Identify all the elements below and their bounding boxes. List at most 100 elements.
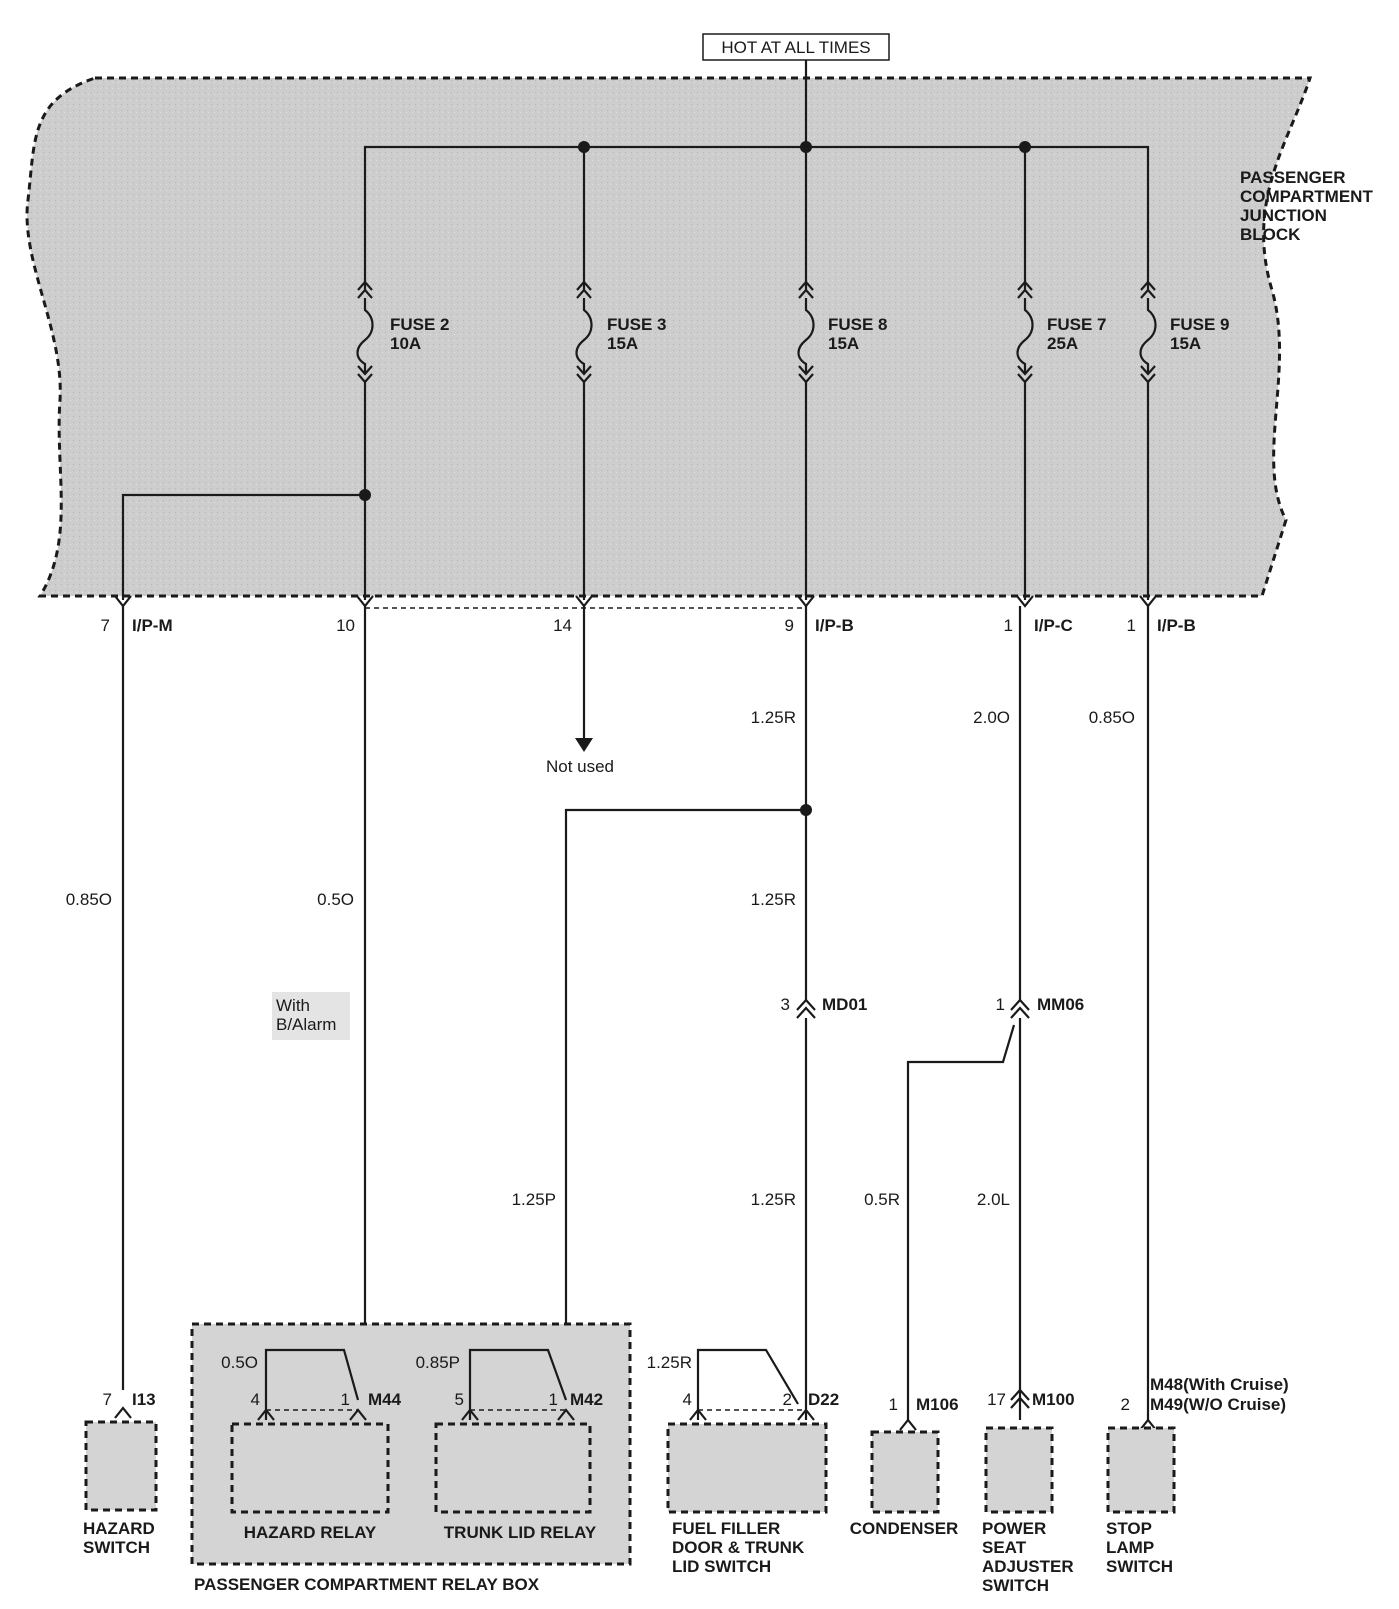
connector-label: MD01 xyxy=(822,995,867,1014)
pin-label: 1 xyxy=(549,1390,558,1409)
pin-label: 10 xyxy=(336,616,355,635)
fuel-filler-internal-wire xyxy=(696,1348,799,1420)
pin-chevron xyxy=(114,1406,132,1419)
pin-label: 17 xyxy=(987,1390,1006,1409)
fuse-8-symbol xyxy=(797,280,815,384)
wire-size-label: 0.5O xyxy=(317,890,354,909)
pin-label: 7 xyxy=(103,1390,112,1409)
pin-label: 4 xyxy=(683,1390,692,1409)
connector-label: I/P-B xyxy=(1157,616,1196,635)
fuse-7-symbol xyxy=(1016,280,1034,384)
wire-size-label: 1.25R xyxy=(751,890,796,909)
fuse-3-symbol xyxy=(575,280,593,384)
pin-chevron xyxy=(899,1418,917,1431)
pin-label: 1 xyxy=(1004,616,1013,635)
wire-size-label: 1.25R xyxy=(751,1190,796,1209)
relay-box-label: PASSENGER COMPARTMENT RELAY BOX xyxy=(194,1575,540,1594)
with-alarm-note-bg xyxy=(272,992,350,1040)
pin-chevron xyxy=(689,1408,707,1421)
not-used-label: Not used xyxy=(546,757,614,776)
hazard-relay-internal-wire xyxy=(264,1348,360,1420)
splice-dot xyxy=(800,141,812,153)
component-label: HAZARD RELAY xyxy=(244,1523,377,1542)
component-label: STOP LAMP SWITCH xyxy=(1106,1519,1173,1576)
pin-label: 1 xyxy=(889,1395,898,1414)
connector-label: MM06 xyxy=(1037,995,1084,1014)
connector-label: M100 xyxy=(1032,1390,1075,1409)
pin-label: 2 xyxy=(1121,1395,1130,1414)
wire-size-label: 1.25P xyxy=(512,1190,556,1209)
splice-dot xyxy=(578,141,590,153)
pin-label: 5 xyxy=(455,1390,464,1409)
pin-label: 1 xyxy=(341,1390,350,1409)
wire-trunk-relay xyxy=(564,808,806,1390)
pin-label: 14 xyxy=(553,616,572,635)
pin-chevron xyxy=(1139,1418,1157,1431)
component-label: POWER SEAT ADJUSTER SWITCH xyxy=(982,1519,1078,1595)
component-label: FUEL FILLER DOOR & TRUNK LID SWITCH xyxy=(672,1519,809,1576)
inline-connector-md01 xyxy=(796,998,816,1019)
component-label: HAZARD SWITCH xyxy=(83,1519,160,1557)
pin-label: 2 xyxy=(783,1390,792,1409)
power-bus xyxy=(363,145,1150,290)
wire-size-label: 0.85O xyxy=(66,890,112,909)
component-label: TRUNK LID RELAY xyxy=(444,1523,597,1542)
component-label: CONDENSER xyxy=(850,1519,959,1538)
pin-label: 9 xyxy=(785,616,794,635)
pin-label: 1 xyxy=(1127,616,1136,635)
junction-block-area xyxy=(25,76,1313,598)
pin-chevron xyxy=(797,1408,815,1421)
hot-at-all-times-label: HOT AT ALL TIMES xyxy=(721,38,870,57)
connector-label: I/P-M xyxy=(132,616,173,635)
splice-dot xyxy=(359,489,371,501)
wire-size-label: 0.5R xyxy=(864,1190,900,1209)
pin-chevron xyxy=(257,1408,275,1421)
pin-chevron xyxy=(349,1408,367,1421)
pin-label: 1 xyxy=(996,995,1005,1014)
pin-label: 3 xyxy=(781,995,790,1014)
connector-label: I13 xyxy=(132,1390,156,1409)
connector-label: I/P-B xyxy=(815,616,854,635)
splice-dot xyxy=(1019,141,1031,153)
fuse-9-symbol xyxy=(1139,280,1157,384)
pin-label: 7 xyxy=(101,616,110,635)
wire-size-label: 1.25R xyxy=(647,1353,692,1372)
pin-chevron xyxy=(1010,1388,1030,1409)
trunk-lid-relay-component xyxy=(434,1422,592,1514)
condenser-component xyxy=(870,1430,940,1514)
hazard-relay-component xyxy=(230,1422,390,1514)
wire-size-label: 0.85P xyxy=(416,1353,460,1372)
wire-hazard-branch xyxy=(121,493,365,600)
hazard-switch-component xyxy=(84,1420,158,1512)
connector-label: M48(With Cruise) xyxy=(1150,1375,1289,1394)
power-seat-switch-component xyxy=(984,1426,1054,1514)
with-alarm-note: With B/Alarm xyxy=(276,996,336,1034)
fuel-filler-switch-component xyxy=(666,1422,828,1514)
connector-label: M49(W/O Cruise) xyxy=(1150,1395,1286,1414)
wire-size-label: 2.0L xyxy=(977,1190,1010,1209)
wire-size-label: 1.25R xyxy=(751,708,796,727)
trunk-relay-internal-wire xyxy=(468,1348,568,1420)
hot-at-all-times-box xyxy=(702,33,890,61)
connector-label: M44 xyxy=(368,1390,402,1409)
stop-lamp-switch-component xyxy=(1106,1426,1176,1514)
connector-label: M106 xyxy=(916,1395,959,1414)
fuse-2-symbol xyxy=(356,280,374,384)
inline-connector-mm06 xyxy=(1010,998,1030,1019)
pin-chevron xyxy=(557,1408,575,1421)
not-used-arrow-icon xyxy=(575,738,593,752)
wire-size-label: 0.5O xyxy=(221,1353,258,1372)
pin-chevron xyxy=(461,1408,479,1421)
connector-label: M42 xyxy=(570,1390,603,1409)
connector-label: D22 xyxy=(808,1390,839,1409)
connector-label: I/P-C xyxy=(1034,616,1073,635)
wire-size-label: 0.85O xyxy=(1089,708,1135,727)
wire-size-label: 2.0O xyxy=(973,708,1010,727)
splice-dot xyxy=(800,804,812,816)
